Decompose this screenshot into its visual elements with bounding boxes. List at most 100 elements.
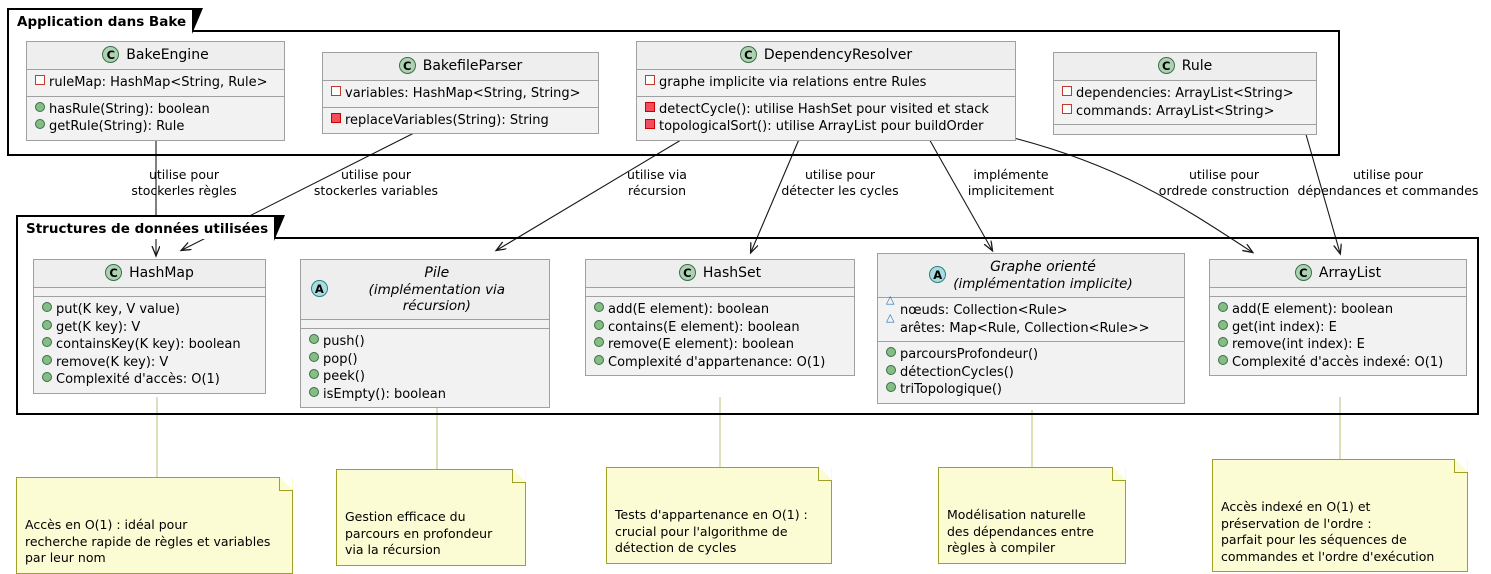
class-bakefileparser-header: C BakefileParser <box>323 53 598 81</box>
method-row: detectCycle(): utilise HashSet pour visi… <box>644 101 1009 119</box>
note-pile: Gestion efficace du parcours en profonde… <box>336 468 526 566</box>
class-stereotype-icon: C <box>1294 264 1312 281</box>
edge-label-bakefileparser-hashmap: utilise pour stockerles variables <box>313 167 439 198</box>
public-marker-icon <box>885 363 897 381</box>
class-graphe-oriente[interactable]: A Graphe orienté (implémentation implici… <box>877 253 1185 404</box>
public-marker-icon <box>593 318 605 336</box>
method-row: isEmpty(): boolean <box>308 386 543 404</box>
class-graphe-name: Graphe orienté <box>990 259 1096 275</box>
package-application-label: Application dans Bake <box>17 14 187 30</box>
class-rule[interactable]: C Rule dependencies: ArrayList<String> c… <box>1053 52 1317 135</box>
private-method-marker-icon <box>644 117 656 135</box>
package-application-body <box>7 30 1340 156</box>
public-marker-icon <box>593 300 605 318</box>
method-row: peek() <box>308 368 543 386</box>
method-row: Complexité d'appartenance: O(1) <box>593 354 848 372</box>
class-pile-name: Pile <box>424 265 450 281</box>
class-bakefileparser-name: BakefileParser <box>422 58 523 74</box>
class-stereotype-icon: C <box>678 264 696 281</box>
note-arraylist: Accès indexé en O(1) et préservation de … <box>1212 458 1468 572</box>
class-arraylist[interactable]: C ArrayList add(E element): boolean get(… <box>1209 259 1467 376</box>
note-pile-text: Gestion efficace du parcours en profonde… <box>345 509 493 557</box>
method-row: remove(int index): E <box>1217 336 1460 354</box>
class-pile-header: A Pile (implémentation via récursion) <box>301 260 549 320</box>
class-rule-header: C Rule <box>1054 53 1316 81</box>
class-stereotype-icon: C <box>105 264 123 281</box>
class-arraylist-name: ArrayList <box>1318 265 1382 281</box>
method-row: parcoursProfondeur() <box>885 346 1178 364</box>
private-marker-icon <box>1061 84 1073 102</box>
note-graphe: Modélisation naturelle des dépendances e… <box>938 466 1126 564</box>
edge-label-dependencyresolver-pile: utilise via récursion <box>627 167 687 198</box>
note-fold-icon <box>1454 458 1468 473</box>
method-row: contains(E element): boolean <box>593 319 848 337</box>
class-hashmap-header: C HashMap <box>34 260 265 288</box>
attribute-row: nœuds: Collection<Rule> <box>885 294 1178 320</box>
class-dependencyresolver-attributes: graphe implicite via relations entre Rul… <box>637 70 1015 97</box>
class-graphe-attributes: nœuds: Collection<Rule> arêtes: Map<Rule… <box>878 294 1184 342</box>
class-dependencyresolver-methods: detectCycle(): utilise HashSet pour visi… <box>637 97 1015 140</box>
note-fold-icon <box>512 468 526 483</box>
note-hashmap: Accès en O(1) : idéal pour recherche rap… <box>16 476 293 574</box>
class-rule-name: Rule <box>1181 58 1213 74</box>
class-arraylist-methods: add(E element): boolean get(int index): … <box>1210 297 1466 375</box>
class-bakeengine-header: C BakeEngine <box>27 42 284 70</box>
private-method-marker-icon <box>644 100 656 118</box>
class-pile[interactable]: A Pile (implémentation via récursion) pu… <box>300 259 550 408</box>
method-row: replaceVariables(String): String <box>330 112 592 130</box>
edge-label-dependencyresolver-arraylist: utilise pour ordrede construction <box>1158 167 1290 198</box>
private-marker-icon <box>644 73 656 91</box>
public-marker-icon <box>41 300 53 318</box>
class-hashset[interactable]: C HashSet add(E element): boolean contai… <box>585 259 855 376</box>
attribute-row: commands: ArrayList<String> <box>1061 103 1310 121</box>
class-bakefileparser-attributes: variables: HashMap<String, String> <box>323 81 598 108</box>
edge-label-dependencyresolver-graphe: implémente implicitement <box>967 167 1055 198</box>
method-row: remove(E element): boolean <box>593 336 848 354</box>
public-marker-icon <box>1217 335 1229 353</box>
package-datastructures: Structures de données utilisées <box>16 215 1479 415</box>
attribute-row: arêtes: Map<Rule, Collection<Rule>> <box>885 312 1178 338</box>
public-marker-icon <box>308 385 320 403</box>
class-arraylist-header: C ArrayList <box>1210 260 1466 288</box>
method-row: add(E element): boolean <box>593 301 848 319</box>
class-bakefileparser[interactable]: C BakefileParser variables: HashMap<Stri… <box>322 52 599 134</box>
method-row: put(K key, V value) <box>41 301 259 319</box>
class-graphe-subtitle: (implémentation implicite) <box>953 276 1133 292</box>
public-marker-icon <box>885 345 897 363</box>
package-datastructures-tab: Structures de données utilisées <box>16 215 286 241</box>
note-hashmap-text: Accès en O(1) : idéal pour recherche rap… <box>25 517 271 565</box>
private-marker-icon <box>34 73 46 91</box>
note-fold-icon <box>279 476 293 491</box>
note-fold-icon <box>1112 466 1126 481</box>
method-row: add(E element): boolean <box>1217 301 1460 319</box>
public-marker-icon <box>593 353 605 371</box>
class-arraylist-attributes <box>1210 288 1466 297</box>
public-marker-icon <box>41 318 53 336</box>
method-row: détectionCycles() <box>885 364 1178 382</box>
public-marker-icon <box>593 335 605 353</box>
class-dependencyresolver[interactable]: C DependencyResolver graphe implicite vi… <box>636 41 1016 141</box>
class-hashmap[interactable]: C HashMap put(K key, V value) get(K key)… <box>33 259 266 394</box>
package-datastructures-body <box>16 237 1479 415</box>
class-hashset-methods: add(E element): boolean contains(E eleme… <box>586 297 854 375</box>
class-dependencyresolver-header: C DependencyResolver <box>637 42 1015 70</box>
public-marker-icon <box>1217 353 1229 371</box>
class-dependencyresolver-name: DependencyResolver <box>763 47 913 63</box>
attribute-row: dependencies: ArrayList<String> <box>1061 85 1310 103</box>
diagram-canvas: Application dans Bake C BakeEngine ruleM… <box>0 0 1491 532</box>
protected-marker-icon <box>885 312 897 337</box>
method-row: hasRule(String): boolean <box>34 101 278 119</box>
class-stereotype-icon: C <box>1157 57 1175 74</box>
note-hashset: Tests d'appartenance en O(1) : crucial p… <box>606 466 832 564</box>
class-bakeengine[interactable]: C BakeEngine ruleMap: HashMap<String, Ru… <box>26 41 285 141</box>
private-method-marker-icon <box>330 111 342 129</box>
class-hashset-name: HashSet <box>702 265 762 281</box>
method-row: get(K key): V <box>41 319 259 337</box>
class-hashmap-name: HashMap <box>129 265 194 281</box>
package-datastructures-label: Structures de données utilisées <box>26 221 269 237</box>
class-pile-methods: push() pop() peek() isEmpty(): boolean <box>301 329 549 407</box>
abstract-stereotype-icon: A <box>311 280 328 297</box>
public-marker-icon <box>885 380 897 398</box>
class-bakefileparser-methods: replaceVariables(String): String <box>323 108 598 134</box>
method-row: pop() <box>308 351 543 369</box>
